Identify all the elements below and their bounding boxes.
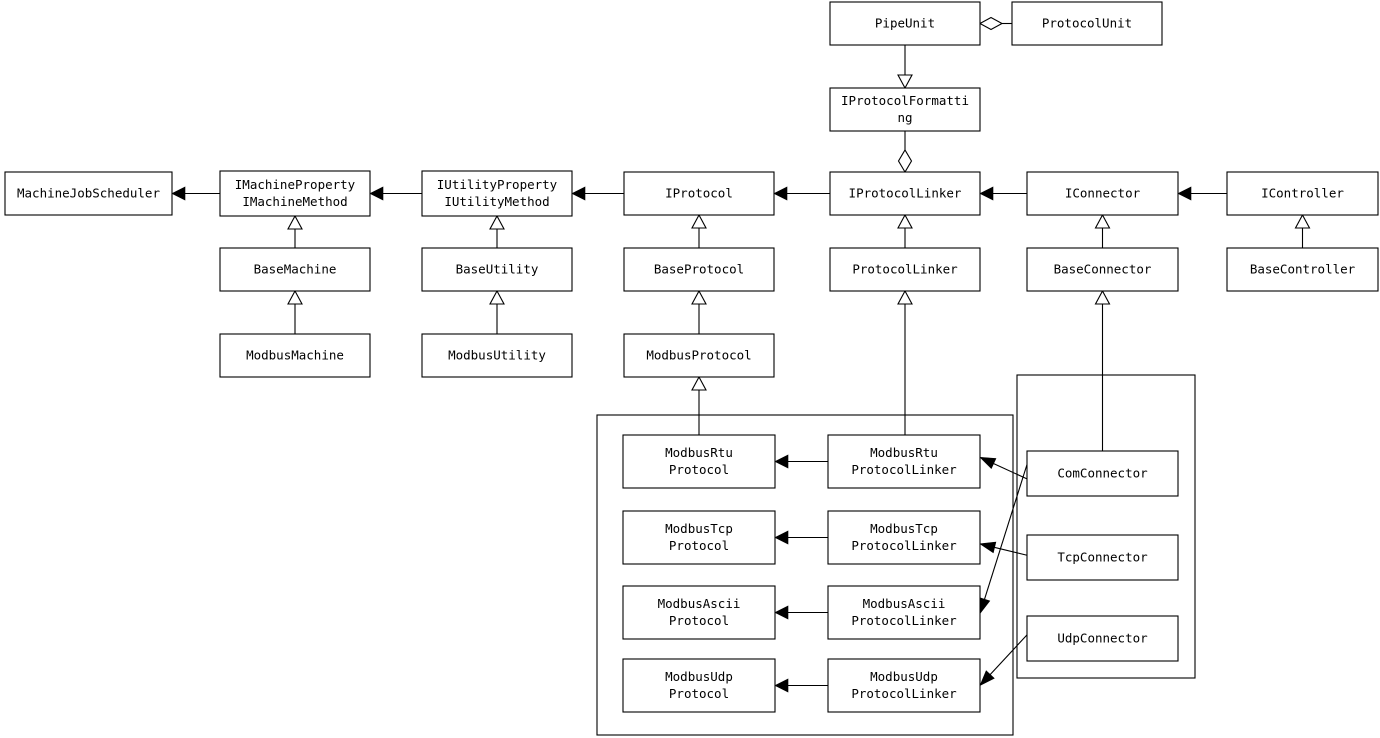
class-node-IController[interactable]: IController [1226, 171, 1379, 216]
class-node-BaseProtocol[interactable]: BaseProtocol [623, 247, 775, 292]
class-node-BaseController[interactable]: BaseController [1226, 247, 1379, 292]
arrowhead-e-iprotocol-iutility [571, 186, 586, 201]
edge-e-tcpconnector-tcplinker [992, 546, 1028, 556]
arrowhead-e-imachine-scheduler [171, 186, 186, 201]
class-node-box-IProtocolFormatting[interactable] [829, 87, 981, 132]
arrowhead-e-comconnector-rtulinker [979, 456, 997, 470]
class-node-box-BaseMachine[interactable] [219, 247, 371, 292]
class-node-ModbusProtocol[interactable]: ModbusProtocol [623, 333, 775, 378]
class-node-box-ComConnector[interactable] [1026, 450, 1179, 497]
inheritance-arrow-e-baseprotocol-iprotocol [691, 213, 707, 229]
class-node-box-PipeUnit[interactable] [829, 1, 981, 46]
class-node-ModbusUtility[interactable]: ModbusUtility [421, 333, 573, 378]
class-node-TcpConnector[interactable]: TcpConnector [1026, 534, 1179, 581]
arrowhead-e-udpconnector-udplinker [979, 670, 995, 687]
class-node-BaseUtility[interactable]: BaseUtility [421, 247, 573, 292]
class-node-box-ModbusTcpProtocolLinker[interactable] [827, 510, 981, 565]
inheritance-arrow-e-modbusutility-baseutility [489, 289, 505, 305]
edge-e-comconnector-rtulinker [991, 462, 1028, 480]
class-node-box-ModbusRtuProtocol[interactable] [622, 434, 776, 489]
class-node-box-ModbusUtility[interactable] [421, 333, 573, 378]
class-node-ProtocolLinker[interactable]: ProtocolLinker [829, 247, 981, 292]
class-node-box-BaseProtocol[interactable] [623, 247, 775, 292]
arrowhead-e-udplinker-udpprotocol [774, 678, 789, 693]
class-node-box-IUtilityProperty[interactable] [421, 170, 573, 217]
arrowhead-e-rtulinker-rtuprotocol [774, 454, 789, 469]
class-node-box-BaseUtility[interactable] [421, 247, 573, 292]
class-node-box-UdpConnector[interactable] [1026, 615, 1179, 662]
class-node-box-ModbusRtuProtocolLinker[interactable] [827, 434, 981, 489]
edge-e-udpconnector-udplinker [988, 634, 1028, 677]
class-node-box-ModbusAsciiProtocolLinker[interactable] [827, 585, 981, 640]
class-node-box-IMachineProperty[interactable] [219, 170, 371, 217]
arrowhead-e-iconnector-iprotocollinker [979, 186, 994, 201]
inheritance-arrow-e-pipeunit-iprotocolformatting [897, 74, 913, 90]
class-node-box-ModbusTcpProtocol[interactable] [622, 510, 776, 565]
arrowhead-e-comconnector-asciilinker [978, 597, 991, 615]
edge-e-comconnector-asciilinker [983, 464, 1028, 602]
class-node-box-ProtocolLinker[interactable] [829, 247, 981, 292]
arrowhead-e-tcplinker-tcpprotocol [774, 530, 789, 545]
arrowhead-e-asciilinker-asciiprotocol [774, 605, 789, 620]
class-node-ModbusMachine[interactable]: ModbusMachine [219, 333, 371, 378]
inheritance-arrow-e-protocollinker-iprotocollinker [897, 213, 913, 229]
class-node-box-IProtocolLinker[interactable] [829, 171, 981, 216]
class-node-box-ModbusProtocol[interactable] [623, 333, 775, 378]
arrowhead-e-iprotocollinker-iprotocol [773, 186, 788, 201]
class-node-IProtocol[interactable]: IProtocol [623, 171, 775, 216]
class-node-BaseMachine[interactable]: BaseMachine [219, 247, 371, 292]
class-node-UdpConnector[interactable]: UdpConnector [1026, 615, 1179, 662]
class-node-box-IConnector[interactable] [1026, 171, 1179, 216]
inheritance-arrow-e-basemachine-imachine [287, 214, 303, 230]
inheritance-arrow-e-modbusrtulinker-protocollinker [897, 289, 913, 305]
class-node-box-ProtocolUnit[interactable] [1011, 1, 1163, 46]
inheritance-arrow-e-basecontroller-icontroller [1294, 213, 1311, 229]
class-node-box-ModbusAsciiProtocol[interactable] [622, 585, 776, 640]
inheritance-arrow-e-modbusrtu-modbusprotocol [691, 375, 707, 391]
class-node-BaseConnector[interactable]: BaseConnector [1026, 247, 1179, 292]
aggregation-diamond-e-protocolunit-pipeunit [978, 16, 1004, 31]
group-box-modbus-protocol-group [596, 414, 1014, 736]
class-node-box-ModbusUdpProtocolLinker[interactable] [827, 658, 981, 713]
class-node-MachineJobScheduler[interactable]: MachineJobScheduler [4, 171, 173, 216]
class-node-box-BaseController[interactable] [1226, 247, 1379, 292]
class-node-box-IController[interactable] [1226, 171, 1379, 216]
class-node-box-ModbusMachine[interactable] [219, 333, 371, 378]
arrowhead-e-icontroller-iconnector [1177, 186, 1192, 201]
inheritance-arrow-e-comconnector-baseconnector [1094, 289, 1111, 305]
class-node-PipeUnit[interactable]: PipeUnit [829, 1, 981, 46]
class-node-box-BaseConnector[interactable] [1026, 247, 1179, 292]
class-node-box-MachineJobScheduler[interactable] [4, 171, 173, 216]
aggregation-diamond-e-iprotocolformatting-linker [897, 148, 913, 174]
class-node-ProtocolUnit[interactable]: ProtocolUnit [1011, 1, 1163, 46]
group-boxes-layer [596, 374, 1196, 736]
inheritance-arrow-e-baseconnector-iconnector [1094, 213, 1111, 229]
class-node-box-ModbusUdpProtocol[interactable] [622, 658, 776, 713]
inheritance-arrow-e-modbusmachine-basemachine [287, 289, 303, 305]
class-node-ComConnector[interactable]: ComConnector [1026, 450, 1179, 497]
class-node-IProtocolLinker[interactable]: IProtocolLinker [829, 171, 981, 216]
arrowhead-e-tcpconnector-tcplinker [979, 541, 997, 554]
inheritance-arrow-e-baseutility-iutility [489, 214, 505, 230]
class-node-IConnector[interactable]: IConnector [1026, 171, 1179, 216]
arrowhead-e-iutility-imachine [369, 186, 384, 201]
group-box-connector-group [1016, 374, 1196, 679]
class-node-box-IProtocol[interactable] [623, 171, 775, 216]
class-node-box-TcpConnector[interactable] [1026, 534, 1179, 581]
edges-layer [171, 16, 1311, 693]
inheritance-arrow-e-modbusprotocol-baseprotocol [691, 289, 707, 305]
